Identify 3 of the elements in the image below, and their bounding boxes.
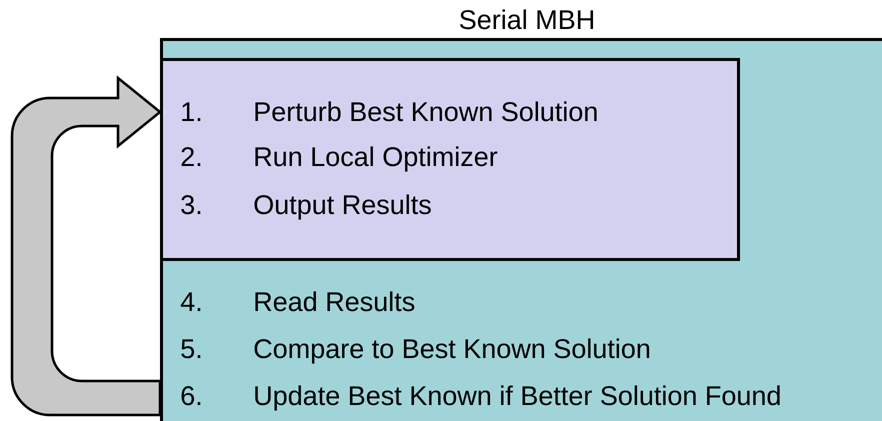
- list-box: 1. Perturb Best Known Solution 2. Run Local Optimizer 3. Output Results: [160, 58, 740, 261]
- block-arrow: [10, 76, 162, 416]
- node-label: Serial MBH: [460, 9, 594, 30]
